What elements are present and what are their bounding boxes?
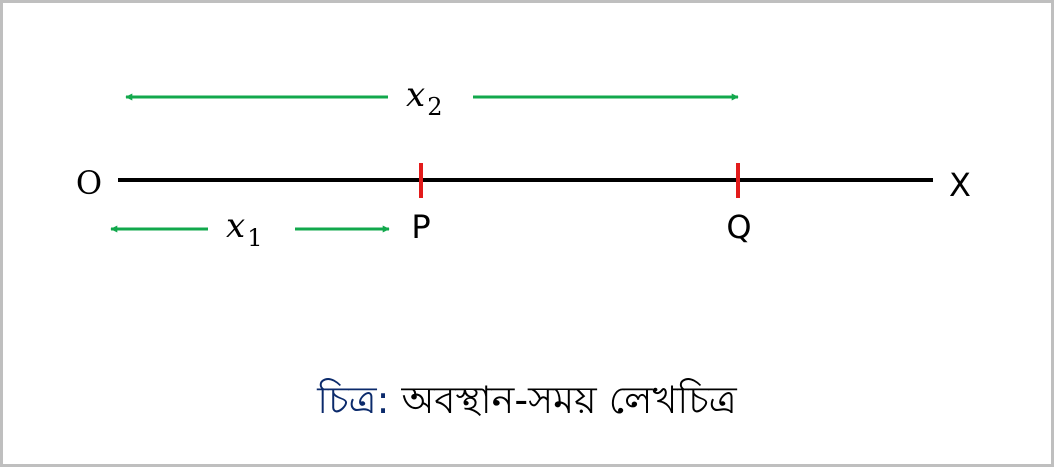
x2-subscript: 2 xyxy=(427,93,442,121)
x2-base: x xyxy=(406,75,425,115)
x1-label: x1 xyxy=(226,206,262,252)
axis-end-label: X xyxy=(949,166,971,204)
point-p-label: P xyxy=(411,208,430,246)
x2-label: x2 xyxy=(406,75,442,121)
figure-caption: চিত্র: অবস্থান-সময় লেখচিত্র xyxy=(3,371,1051,435)
origin-label: O xyxy=(76,164,102,202)
caption-text: অবস্থান-সময় লেখচিত্র xyxy=(389,378,737,422)
x1-subscript: 1 xyxy=(247,224,262,252)
caption-prefix: চিত্র: xyxy=(317,378,390,422)
point-q-label: Q xyxy=(726,208,751,246)
x1-base: x xyxy=(226,206,245,246)
position-diagram: O X P Q x2 x1 xyxy=(76,75,971,252)
